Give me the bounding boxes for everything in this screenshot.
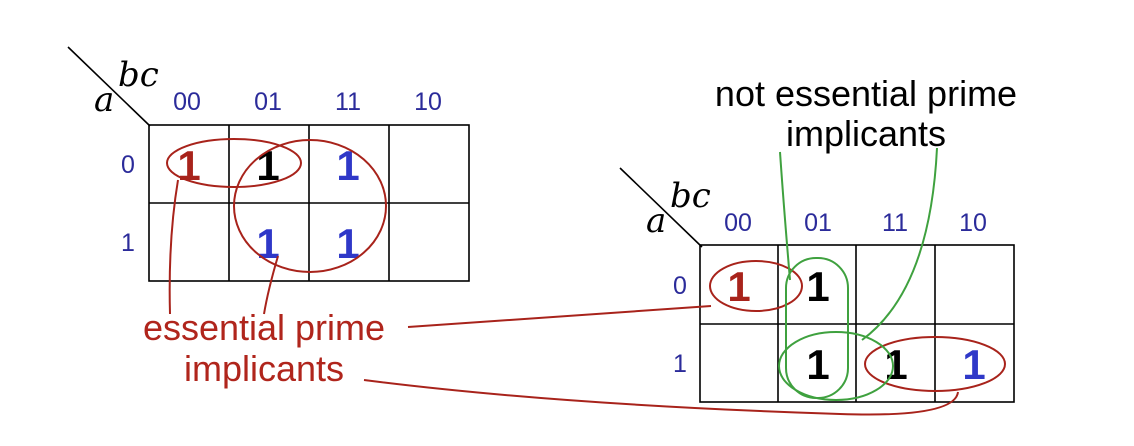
kmap-cell: 1 — [962, 341, 985, 388]
essential-implicant-loop — [709, 260, 803, 312]
essential-implicant-loop — [166, 138, 302, 188]
kmap-cell: 1 — [336, 220, 359, 267]
leader-line — [168, 179, 179, 315]
kmap-cell: 1 — [727, 263, 750, 310]
corner-diagonal — [619, 167, 703, 248]
kmap-cell: 1 — [806, 263, 829, 310]
non-essential-implicant-loop — [778, 331, 894, 401]
row-header: 1 — [121, 229, 135, 257]
leader-line — [407, 305, 712, 328]
corner-label-a: a — [94, 80, 114, 120]
corner-label-bc: bc — [118, 55, 159, 95]
not-essential-label-line2: implicants — [786, 113, 946, 154]
col-header: 10 — [959, 209, 987, 237]
not-essential-label-line1: not essential prime — [715, 73, 1017, 114]
essential-label: essential prime implicants — [143, 307, 385, 389]
essential-implicant-loop — [233, 139, 387, 273]
kmap-cell: 1 — [806, 341, 829, 388]
col-header: 01 — [254, 88, 282, 116]
essential-label-line1: essential prime — [143, 307, 385, 348]
corner-label-a: a — [646, 201, 666, 241]
leader-line — [363, 379, 959, 416]
essential-label-line2: implicants — [184, 348, 344, 389]
col-header: 01 — [804, 209, 832, 237]
col-header: 00 — [724, 209, 752, 237]
col-header: 00 — [173, 88, 201, 116]
corner-label-bc: bc — [670, 176, 711, 216]
col-header: 11 — [335, 88, 361, 116]
col-header: 11 — [882, 209, 908, 237]
kmap-right: bc a 00 01 11 10 0 1 1 1 1 1 1 — [619, 167, 1015, 403]
leader-line — [861, 147, 938, 341]
row-header: 0 — [673, 272, 687, 300]
row-header: 1 — [673, 350, 687, 378]
leader-line — [779, 151, 791, 281]
kmap-grid — [699, 244, 1015, 403]
essential-implicant-loop — [864, 336, 1006, 392]
corner-diagonal — [67, 46, 151, 127]
kmap-cell: 1 — [336, 142, 359, 189]
not-essential-label: not essential prime implicants — [715, 73, 1017, 154]
kmap-cell: 1 — [256, 220, 279, 267]
kmap-grid — [148, 124, 470, 282]
col-header: 10 — [414, 88, 442, 116]
row-header: 0 — [121, 151, 135, 179]
kmap-cell: 1 — [177, 142, 200, 189]
leader-line — [263, 255, 279, 315]
kmap-left: bc a 00 01 11 10 0 1 1 1 1 1 1 — [67, 46, 470, 282]
